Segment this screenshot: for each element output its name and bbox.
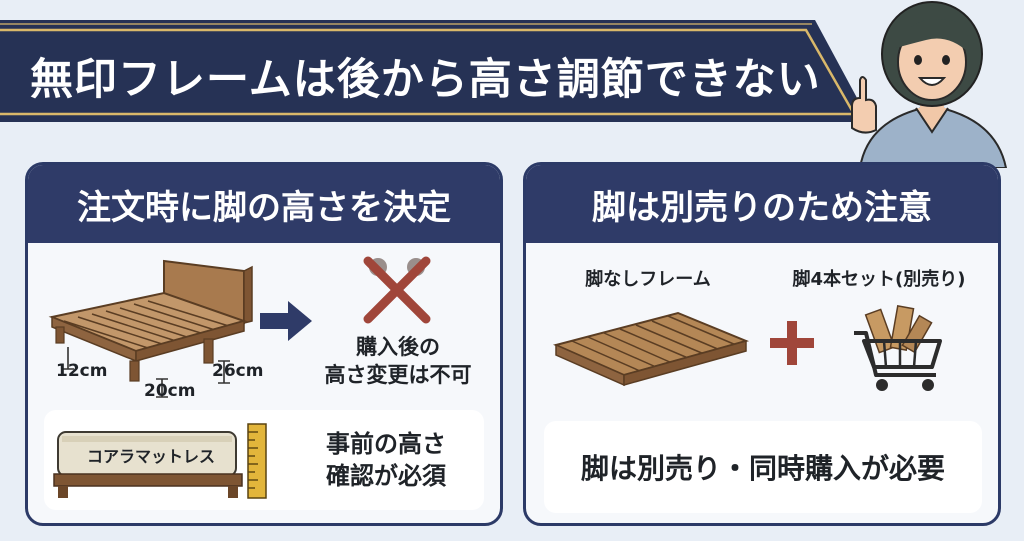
right-panel-title: 脚は別売りのため注意 — [526, 165, 998, 243]
check-note: 事前の高さ 確認が必須 — [296, 428, 476, 492]
legs-label: 脚4本セット(別売り) — [792, 269, 966, 290]
legless-frame-illustration — [552, 311, 750, 387]
check-note-line1: 事前の高さ — [326, 430, 446, 458]
frame-label: 脚なしフレーム — [585, 269, 711, 290]
no-change-note-line1: 購入後の — [356, 335, 440, 359]
mattress-illustration — [53, 423, 267, 499]
no-change-note: 購入後の 高さ変更は不可 — [308, 333, 488, 389]
cross-mark-icon — [363, 256, 431, 324]
right-panel: 脚は別売りのため注意 脚なしフレーム 脚4本セット(別売り) — [523, 162, 1001, 526]
summary-text: 脚は別売り・同時購入が必要 — [580, 452, 945, 485]
height-check-box: コアラマットレス 事前の高さ 確認が必須 — [44, 410, 484, 510]
check-note-line2: 確認が必須 — [326, 462, 446, 490]
left-panel: 注文時に脚の高さを決定 12cm 20cm 26 — [25, 162, 503, 526]
left-panel-title: 注文時に脚の高さを決定 — [28, 165, 500, 243]
plus-icon — [770, 321, 814, 365]
title-banner: 無印フレームは後から高さ調節できない — [0, 10, 1024, 132]
shopping-cart-icon — [854, 305, 942, 391]
height-label-12: 12cm — [56, 361, 108, 381]
summary-box: 脚は別売り・同時購入が必要 — [544, 421, 982, 513]
banner-shape — [0, 20, 870, 122]
mattress-label: コアラマットレス — [86, 447, 215, 466]
no-change-note-line2: 高さ変更は不可 — [324, 363, 472, 387]
height-label-20: 20cm — [144, 381, 196, 401]
page-title: 無印フレームは後から高さ調節できない — [30, 55, 821, 105]
arrow-right-icon — [260, 301, 312, 341]
bed-frame-illustration — [48, 259, 253, 398]
height-label-26: 26cm — [212, 361, 264, 381]
presenter-avatar — [851, 1, 1008, 168]
